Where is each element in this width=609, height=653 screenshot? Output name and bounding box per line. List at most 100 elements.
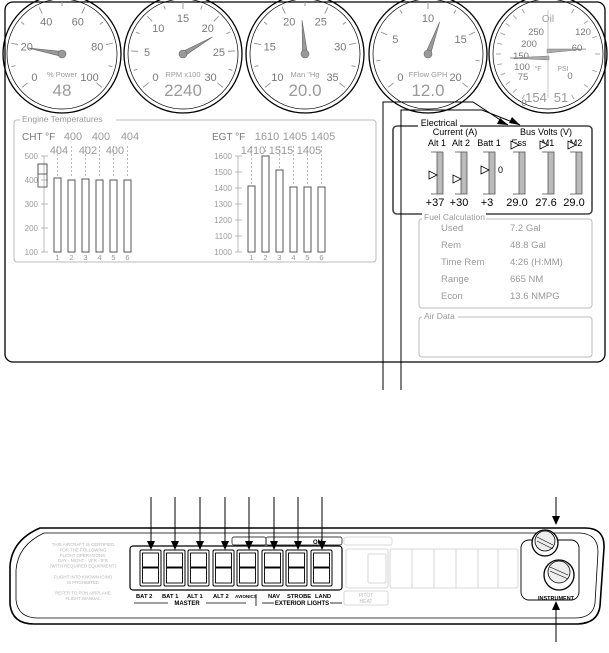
air-data-panel: Air Data [419,311,592,357]
electrical-channel-label: Alt 1 [428,138,446,148]
on-label: ON [313,540,322,546]
gauge-label: FFlow GPH [409,70,448,79]
oil-press-tick [592,36,597,38]
fuel-row-value: 4:26 (H:MM) [510,257,563,268]
gauge-value: 2240 [164,81,202,100]
engine-temperatures-panel: Engine Temperatures CHT °F50040030020010… [14,114,376,262]
cht-value: 402 [79,145,97,157]
switch-labels: BAT 2 BAT 1 ALT 1 ALT 2 AVIONICS NAV STR… [136,594,331,600]
electrical-bar [519,152,525,194]
switch-upper-half [143,553,159,567]
oil-temp-tick [506,82,510,85]
fuel-row-value: 665 NM [510,274,543,285]
gauge-tick [352,66,356,67]
gauge-tick-label: 60 [72,17,84,29]
gauge-tick-label: 15 [264,42,276,54]
instrument-dimmer-knob-lower[interactable] [544,560,574,590]
gauge-tick [462,83,467,87]
electrical-channel-label: Alt 2 [452,138,470,148]
switch-label-avionics: AVIONICS [235,594,257,599]
placard-line: DAY - NIGHT - VFR - IFR [58,558,108,563]
electrical-channel-value: +37 [426,197,445,209]
egt-top-value: 1405 [311,131,335,143]
gauge-tick [400,10,402,13]
oil-temp-tick [497,43,502,44]
gauge-tick-label: 5 [144,47,150,59]
switch-lower-half [289,568,305,583]
callout-arrowheads [147,117,560,610]
cht-cylinder-label: 1 [55,253,59,262]
placard-line: IS PROHIBITED [67,580,99,585]
rocker-switches [140,550,332,586]
oil-press-tick [572,95,575,99]
cht-top-value: 400 [64,131,82,143]
gauge-tick [325,7,328,13]
switch-lower-half [265,568,281,583]
gauge-hub [301,50,309,58]
gauge-tick-label: 25 [315,17,327,29]
cht-cylinder-label: 5 [111,253,115,262]
bus-volts-label: Bus Volts (V) [520,127,572,137]
rocker-switch-1[interactable] [164,550,185,586]
rocker-switch-5[interactable] [262,550,283,586]
gauge-hub [58,50,66,58]
switch-label-strobe: STROBE [287,594,311,600]
gauge-tick [476,60,480,61]
rocker-switch-3[interactable] [213,550,234,586]
gauge-tick [214,16,219,21]
rocker-switch-0[interactable] [140,550,161,586]
rocker-switch-6[interactable] [286,550,307,586]
gauge-tick [134,69,138,70]
switch-bank-frame [130,546,342,590]
gauge-tick [349,43,356,44]
oil-temp-tick [522,9,525,13]
gauge-tick [217,83,222,87]
gauge-tick-label: 30 [334,42,346,54]
egt-bar [248,186,255,252]
egt-scale-label: 1200 [214,216,232,225]
rocker-switch-4[interactable] [237,550,258,586]
oil-temp-tick [506,23,510,26]
gauge-tick [136,32,140,34]
gauge-label: % Power [47,70,78,79]
egt-scale-label: 1600 [214,152,232,161]
cht-cylinder-label: 2 [69,253,73,262]
cht-cursor-box [38,164,47,187]
fuel-row-value: 13.6 NMPG [510,291,560,302]
oil-press-tick [592,70,597,72]
oil-press-value: 51 [554,90,568,105]
rocker-switch-7[interactable] [311,550,332,586]
instrument-dimmer-knob-upper[interactable] [532,530,558,556]
gauge-needle [302,20,307,54]
gauge-tick-label: 100 [80,72,98,84]
electrical-channel-value: 27.6 [535,197,556,209]
fuel-row-label: Time Rem [441,257,485,268]
oil-temp-tick-label: 200 [521,39,537,50]
switch-upper-half [289,553,305,567]
oil-temp-tick-label: 150 [513,51,529,62]
placard-line: (WITH REQUIRED EQUIPMENT) [50,564,116,569]
electrical-pointer [481,166,489,174]
gauge-tick [109,66,113,67]
oil-temp-tick-label: 250 [528,27,544,38]
egt-scale-label: 1400 [214,184,232,193]
gauge-tick-label: 30 [204,72,216,84]
gauge-hub [424,50,432,58]
gauge-tick [147,16,152,21]
fuel-row-value: 7.2 Gal [510,223,541,234]
oil-temp-tick [497,64,502,65]
gauge-tick [12,66,16,67]
cht-bar [96,180,103,252]
gauge-value: 12.0 [411,81,444,100]
placard-line: FLIGHT OPERATIONS: [60,553,106,558]
rocker-switch-2[interactable] [188,550,209,586]
switch-upper-half [191,553,207,567]
electrical-bar [461,152,467,194]
cht-cylinder-label: 4 [97,253,101,262]
cht-scale-label: 300 [25,200,39,209]
